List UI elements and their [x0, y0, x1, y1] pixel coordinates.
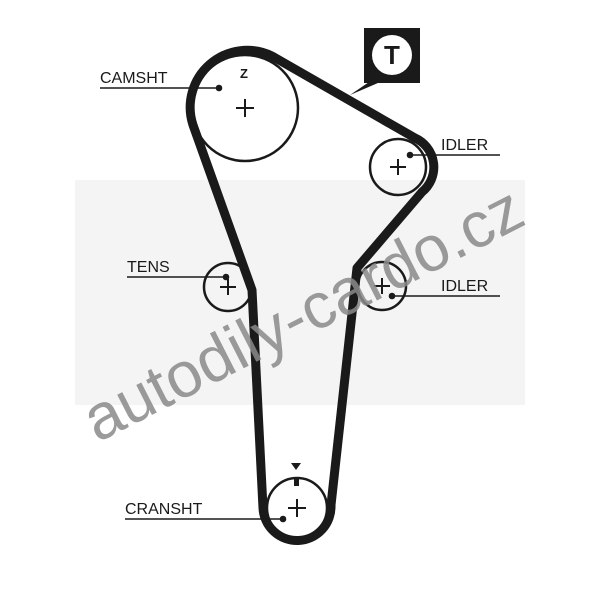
center-marks [220, 99, 406, 517]
label-tensioner: TENS [127, 259, 170, 276]
idler-top-pulley [368, 137, 428, 197]
camshaft-timing-mark: Z [240, 66, 248, 81]
crank-timing-arrow-icon [291, 463, 301, 470]
timing-belt [185, 45, 439, 545]
crank-timing-mark [294, 479, 299, 486]
watermark-band [75, 180, 525, 405]
label-camshaft: CAMSHT [100, 70, 168, 87]
label-idler-top: IDLER [441, 137, 488, 154]
label-idler-bottom: IDLER [441, 278, 488, 295]
label-crankshaft: CRANSHT [125, 501, 203, 518]
tension-badge: T [350, 28, 420, 95]
tension-badge-letter: T [384, 40, 400, 70]
